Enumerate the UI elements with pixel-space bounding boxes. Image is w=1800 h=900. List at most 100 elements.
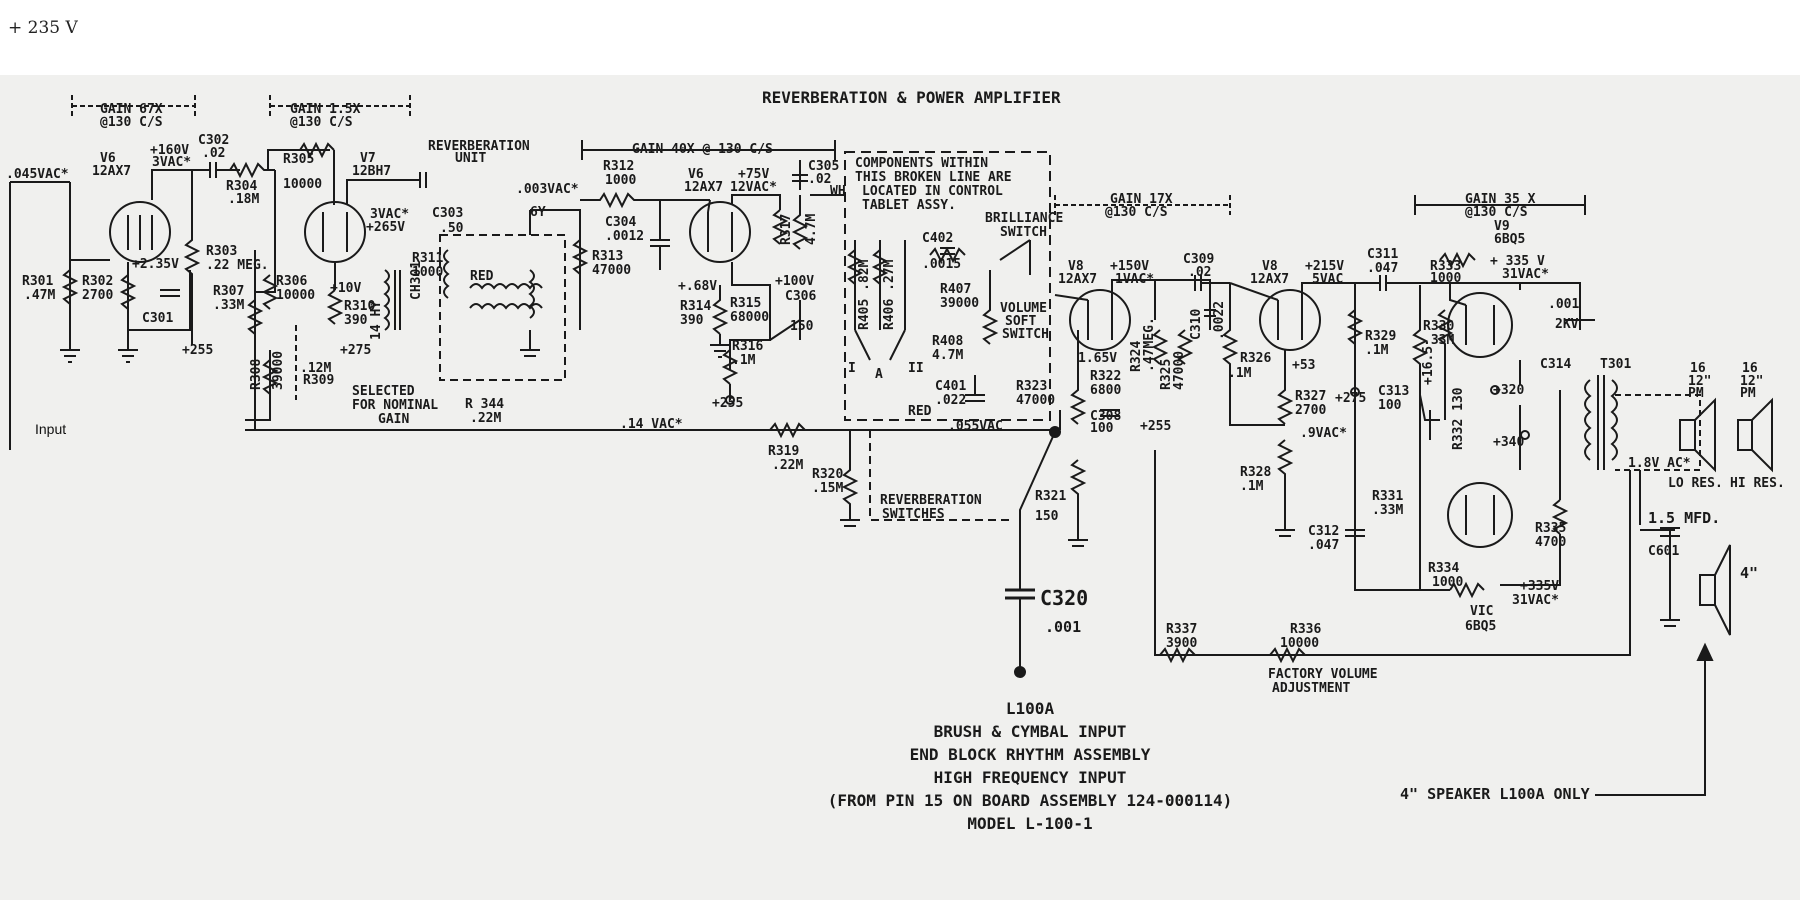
gain-bracket-1 <box>71 95 196 118</box>
c402-label: C402 <box>922 231 953 246</box>
resistor-r334 <box>1449 581 1485 599</box>
resistor-r315 <box>711 285 729 335</box>
selected-label-1: SELECTED <box>352 384 415 399</box>
r324-label: R324 <box>1129 341 1144 372</box>
r319-label: R319 <box>768 444 799 459</box>
r334-label: R334 <box>1428 561 1459 576</box>
r335-value: 4700 <box>1535 535 1566 550</box>
voltage-100v: +100V <box>775 274 814 289</box>
c305-label: C305 <box>808 159 839 174</box>
voltage-320: +320 <box>1493 383 1524 398</box>
gain-label-4b: @130 C/S <box>1105 205 1168 220</box>
capacitor-c313 <box>1419 394 1440 440</box>
c401-label: C401 <box>935 379 966 394</box>
reverb-unit-label-2: UNIT <box>455 151 486 166</box>
pin-6y-label: 6Y <box>530 205 546 220</box>
speaker-4in-label: 4" <box>1740 564 1758 582</box>
ch301-label: CH301 <box>409 261 424 300</box>
speaker1-type: PM <box>1688 386 1704 401</box>
caption-line-6: MODEL L-100-1 <box>967 814 1093 833</box>
c314-value: .001 <box>1548 297 1579 312</box>
r321-value: 150 <box>1035 509 1059 524</box>
r304-value: .18M <box>228 192 259 207</box>
choke-ch301 <box>383 269 390 331</box>
resistor-r307 <box>246 299 264 335</box>
r333-label: R333 <box>1430 259 1461 274</box>
resistor-r301 <box>61 269 79 305</box>
switch-a-label: A <box>875 367 883 382</box>
speaker2-size: 12" <box>1740 374 1763 389</box>
ch301-value: 14 HY <box>369 301 384 340</box>
capacitor-c304 <box>650 200 670 270</box>
voltage-055vac: .055VAC <box>948 419 1003 434</box>
brilliance-label: BRILLIANCE <box>985 211 1063 226</box>
control-tablet-box <box>844 151 1051 421</box>
voltage-275: +275 <box>340 343 371 358</box>
c311-label: C311 <box>1367 247 1398 262</box>
voltage-31vac-top: 31VAC* <box>1502 267 1549 282</box>
r336-value: 10000 <box>1280 636 1319 651</box>
voltage-255a: +255 <box>182 343 213 358</box>
resistor-r333 <box>1439 251 1476 269</box>
c313-value: 100 <box>1378 398 1402 413</box>
r331-label: R331 <box>1372 489 1403 504</box>
voltage-003vac: .003VAC* <box>516 182 579 197</box>
tube-v8a-envelope <box>1069 289 1131 351</box>
tube-v8b-label: V8 <box>1262 259 1278 274</box>
tube-v8b-envelope <box>1259 289 1321 351</box>
tube-v6b-envelope <box>689 201 751 263</box>
c314-value-2: 2KV <box>1555 317 1579 332</box>
capacitor-c401 <box>965 375 985 402</box>
r405-label: R405 .82M <box>857 259 872 330</box>
r302-label: R302 <box>82 274 113 289</box>
r309-label: R309 <box>303 373 334 388</box>
transformer-secondary <box>1610 379 1618 461</box>
reverb-switches-bracket <box>869 430 1010 521</box>
r327-value: 2700 <box>1295 403 1326 418</box>
speaker-lo-res <box>1679 397 1716 473</box>
volume-label-3: SWITCH <box>1002 327 1049 342</box>
r406-label: R406 .27M <box>882 259 897 330</box>
c309-value: .02 <box>1188 265 1211 280</box>
speaker-hi-res <box>1737 397 1773 473</box>
capacitor-c310 <box>1204 290 1216 330</box>
c310-label: C310 <box>1189 309 1204 340</box>
resistor-r406 <box>871 249 889 285</box>
r317-label: R317 <box>779 214 794 245</box>
resistor-r330 <box>1436 309 1454 420</box>
supply-voltage-note: + 235 V <box>8 18 78 38</box>
r334-value: 1000 <box>1432 575 1463 590</box>
lo-res-label: LO RES. <box>1668 476 1723 491</box>
reverberation-unit-box <box>439 234 566 381</box>
voltage-014vac: .14 VAC* <box>620 417 683 432</box>
speaker-4in <box>1699 544 1731 636</box>
r325-label: R325 <box>1159 359 1174 390</box>
tube-v8a-type: 12AX7 <box>1058 272 1097 287</box>
capacitor-c301 <box>160 289 180 297</box>
c305-value: .02 <box>808 172 831 187</box>
c601-label: C601 <box>1648 544 1679 559</box>
switch-ii-label: II <box>908 361 924 376</box>
tube-v10-type: 6BQ5 <box>1465 619 1496 634</box>
voltage-12vac: 12VAC* <box>730 180 777 195</box>
r318-value: 4.7M <box>804 214 819 245</box>
c401-value: .022 <box>935 393 966 408</box>
r309-value: .12M <box>300 361 331 376</box>
r324-value: .47MEG. <box>1142 317 1157 372</box>
r315-value: 68000 <box>730 310 769 325</box>
voltage-18vac: 1.8V AC* <box>1628 456 1691 471</box>
voltage-255b: +255 <box>712 396 743 411</box>
r321-label: R321 <box>1035 489 1066 504</box>
r333-value: 1000 <box>1430 271 1461 286</box>
voltage-150v: +150V <box>1110 259 1149 274</box>
r306-value: 10000 <box>276 288 315 303</box>
r310-value: 390 <box>344 313 368 328</box>
c314-label: C314 <box>1540 357 1571 372</box>
r336-label: R336 <box>1290 622 1321 637</box>
resistor-r321 <box>1068 459 1088 547</box>
resistor-r318 <box>791 195 809 250</box>
r306-label: R306 <box>276 274 307 289</box>
c312-label: C312 <box>1308 524 1339 539</box>
capacitor-c311 <box>1379 275 1387 291</box>
capacitor-c302 <box>209 162 217 178</box>
